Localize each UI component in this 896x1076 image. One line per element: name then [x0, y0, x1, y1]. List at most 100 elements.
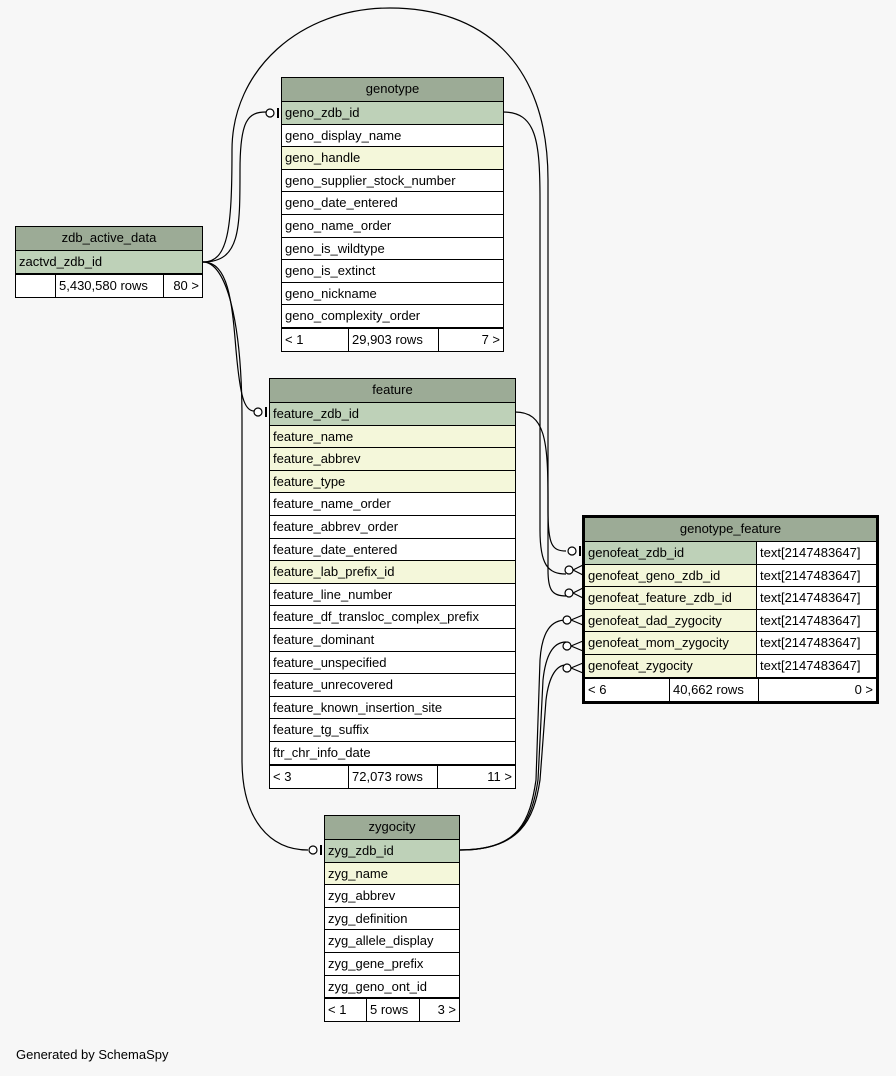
column-row[interactable]: genofeat_dad_zygocity text[2147483647]: [585, 609, 876, 633]
column-row[interactable]: feature_lab_prefix_id: [270, 561, 515, 584]
footer-parents[interactable]: < 1: [282, 328, 349, 351]
edge-end-marker: [562, 615, 572, 625]
footer-parents[interactable]: < 3: [270, 765, 349, 788]
column-row[interactable]: feature_line_number: [270, 583, 515, 607]
column-row[interactable]: zyg_abbrev: [325, 885, 459, 908]
table-title: zdb_active_data: [16, 227, 202, 251]
footer-parents[interactable]: [16, 274, 56, 297]
table-title: genotype_feature: [585, 518, 876, 542]
column-row[interactable]: feature_unspecified: [270, 651, 515, 675]
column-row[interactable]: feature_unrecovered: [270, 674, 515, 697]
column-row[interactable]: feature_date_entered: [270, 538, 515, 562]
column-name: geno_complexity_order: [285, 308, 421, 324]
column-row[interactable]: zyg_definition: [325, 907, 459, 931]
footer-parents[interactable]: < 1: [325, 999, 367, 1022]
column-name: zyg_abbrev: [328, 888, 396, 904]
table-footer: 5,430,580 rows 80 >: [16, 273, 202, 297]
column-name: feature_lab_prefix_id: [273, 564, 395, 580]
column-name: geno_handle: [285, 150, 361, 166]
column-name: geno_date_entered: [285, 195, 398, 211]
footer-row-count: 5 rows: [367, 999, 420, 1022]
edge-genotype-to-genofeat-geno: [502, 111, 567, 575]
edge-zdb-to-genotype-feature: [202, 7, 567, 552]
column-name: feature_abbrev: [273, 451, 361, 467]
column-row[interactable]: geno_zdb_id: [282, 102, 503, 125]
column-name: feature_name: [273, 428, 354, 444]
column-name: feature_df_transloc_complex_prefix: [273, 609, 479, 625]
column-row[interactable]: genofeat_geno_zdb_id text[2147483647]: [585, 564, 876, 588]
column-row[interactable]: feature_abbrev_order: [270, 515, 515, 539]
table-genotype[interactable]: genotype geno_zdb_id geno_display_name g…: [281, 77, 504, 352]
column-row[interactable]: zactvd_zdb_id: [16, 251, 202, 274]
column-name: feature_abbrev_order: [273, 518, 399, 534]
column-row[interactable]: zyg_zdb_id: [325, 840, 459, 863]
column-row[interactable]: geno_supplier_stock_number: [282, 169, 503, 193]
column-type: text[2147483647]: [756, 632, 876, 654]
column-type: text[2147483647]: [756, 542, 876, 564]
column-row[interactable]: geno_nickname: [282, 282, 503, 306]
column-row[interactable]: genofeat_mom_zygocity text[2147483647]: [585, 632, 876, 655]
column-row[interactable]: zyg_gene_prefix: [325, 952, 459, 976]
edge-end-marker: [265, 108, 275, 118]
column-row[interactable]: feature_dominant: [270, 628, 515, 652]
column-row[interactable]: zyg_allele_display: [325, 930, 459, 953]
column-name: genofeat_geno_zdb_id: [588, 567, 721, 583]
column-name: geno_supplier_stock_number: [285, 172, 456, 188]
column-row[interactable]: feature_type: [270, 470, 515, 494]
column-row[interactable]: feature_known_insertion_site: [270, 696, 515, 720]
column-type: text[2147483647]: [756, 587, 876, 609]
column-row[interactable]: zyg_geno_ont_id: [325, 975, 459, 999]
column-row[interactable]: feature_df_transloc_complex_prefix: [270, 606, 515, 629]
footer-children[interactable]: 0 >: [854, 681, 873, 697]
column-row[interactable]: feature_zdb_id: [270, 403, 515, 426]
column-row[interactable]: feature_name: [270, 425, 515, 449]
column-row[interactable]: genofeat_zygocity text[2147483647]: [585, 654, 876, 678]
table-zdb-active-data[interactable]: zdb_active_data zactvd_zdb_id 5,430,580 …: [15, 226, 203, 298]
edge-end-marker: [253, 407, 263, 417]
table-footer: < 6 40,662 rows 0 >: [585, 677, 876, 701]
edge-end-marker: [562, 663, 572, 673]
edge-zdb-to-zygocity: [202, 261, 309, 851]
edge-zygocity-to-zygocity: [459, 664, 567, 851]
column-row[interactable]: geno_name_order: [282, 214, 503, 238]
column-name: feature_zdb_id: [273, 406, 360, 421]
edge-feature-to-genofeat-feature: [514, 411, 567, 597]
column-name: ftr_chr_info_date: [273, 744, 371, 760]
column-name: zyg_definition: [328, 910, 408, 926]
column-row[interactable]: geno_is_extinct: [282, 260, 503, 283]
footer-children[interactable]: 3 >: [437, 1002, 456, 1018]
table-feature[interactable]: feature feature_zdb_id feature_name feat…: [269, 378, 516, 789]
column-row[interactable]: genofeat_feature_zdb_id text[2147483647]: [585, 587, 876, 610]
column-name: feature_dominant: [273, 631, 375, 647]
column-type: text[2147483647]: [756, 609, 876, 632]
column-name: geno_nickname: [285, 285, 377, 301]
column-row[interactable]: geno_complexity_order: [282, 305, 503, 328]
edge-zdb-to-feature: [202, 261, 255, 412]
column-name: genofeat_zdb_id: [588, 545, 685, 560]
column-name: geno_is_extinct: [285, 263, 376, 279]
footer-children[interactable]: 7 >: [481, 331, 500, 347]
footer-parents[interactable]: < 6: [585, 678, 670, 701]
column-row[interactable]: genofeat_zdb_id text[2147483647]: [585, 542, 876, 565]
table-genotype-feature[interactable]: genotype_feature genofeat_zdb_id text[21…: [582, 515, 879, 704]
table-zygocity[interactable]: zygocity zyg_zdb_id zyg_name zyg_abbrev …: [324, 815, 460, 1023]
column-row[interactable]: feature_abbrev: [270, 448, 515, 471]
column-name: zyg_zdb_id: [328, 843, 394, 858]
column-row[interactable]: ftr_chr_info_date: [270, 741, 515, 765]
footer-children[interactable]: 80 >: [173, 277, 199, 293]
column-name: zactvd_zdb_id: [19, 254, 103, 269]
footer-children[interactable]: 11 >: [487, 768, 512, 784]
column-name: geno_is_wildtype: [285, 240, 385, 256]
table-title: genotype: [282, 78, 503, 102]
footer-row-count: 29,903 rows: [349, 328, 439, 351]
column-row[interactable]: zyg_name: [325, 862, 459, 886]
column-row[interactable]: geno_handle: [282, 147, 503, 170]
column-row[interactable]: geno_is_wildtype: [282, 237, 503, 261]
column-name: geno_zdb_id: [285, 105, 360, 120]
column-row[interactable]: geno_date_entered: [282, 192, 503, 215]
column-row[interactable]: feature_tg_suffix: [270, 719, 515, 742]
column-row[interactable]: feature_name_order: [270, 493, 515, 516]
column-name: zyg_allele_display: [328, 933, 434, 949]
table-footer: < 1 29,903 rows 7 >: [282, 327, 503, 351]
column-row[interactable]: geno_display_name: [282, 124, 503, 148]
